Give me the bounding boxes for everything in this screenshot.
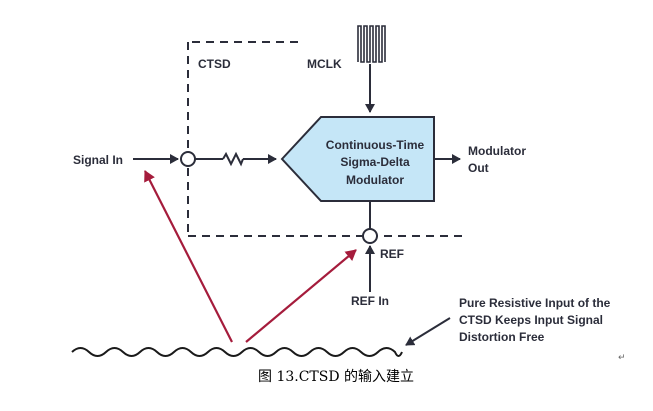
ref-in-label: REF In bbox=[351, 294, 389, 308]
note-pointer-arrow bbox=[405, 317, 451, 346]
wavy-line bbox=[71, 347, 403, 357]
red-arrow-to-ref bbox=[245, 249, 357, 343]
mclk-label: MCLK bbox=[307, 57, 342, 71]
summing-node-icon bbox=[180, 151, 196, 167]
note-line1: Pure Resistive Input of the bbox=[459, 296, 611, 310]
signal-in-label: Signal In bbox=[73, 153, 123, 167]
modulator-label-line3: Modulator bbox=[346, 173, 404, 187]
ref-node-icon bbox=[362, 228, 378, 244]
modulator-out-label-line1: Modulator bbox=[468, 144, 526, 158]
ctsd-label: CTSD bbox=[198, 57, 231, 71]
modulator-label-line2: Sigma-Delta bbox=[340, 155, 410, 169]
paragraph-mark-icon: ↵ bbox=[618, 353, 626, 363]
figure-caption: 图 13.CTSD 的输入建立 bbox=[258, 369, 414, 385]
ctsd-boundary bbox=[187, 41, 462, 237]
clock-pulse-train-icon bbox=[357, 25, 386, 63]
note-line3: Distortion Free bbox=[459, 330, 545, 344]
red-arrow-to-signal-in bbox=[144, 170, 233, 343]
ref-label: REF bbox=[380, 247, 404, 261]
modulator-out-label-line2: Out bbox=[468, 161, 489, 175]
modulator-label-line1: Continuous-Time bbox=[326, 138, 425, 152]
resistor-icon bbox=[222, 151, 244, 167]
note-line2: CTSD Keeps Input Signal bbox=[459, 313, 603, 327]
